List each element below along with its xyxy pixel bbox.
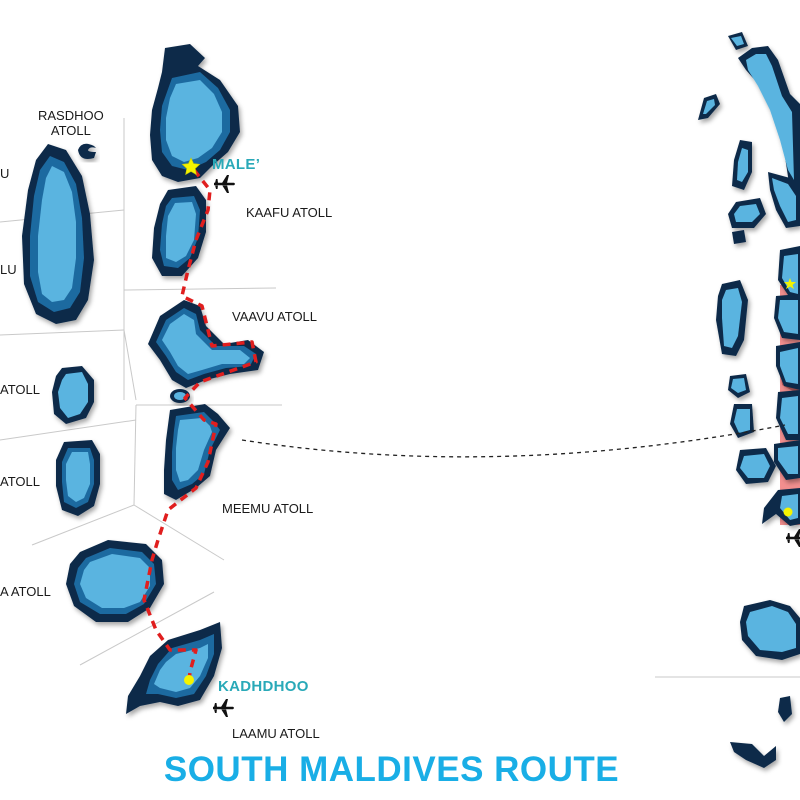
atoll-label-partial-2: LU xyxy=(0,262,17,277)
connector-curve xyxy=(241,424,786,458)
atoll-label-partial-5: A ATOLL xyxy=(0,584,51,599)
island-thaa-atoll xyxy=(66,540,164,622)
atoll-label-rasdhoo: RASDHOO ATOLL xyxy=(38,108,104,138)
island-male-atoll xyxy=(150,44,240,182)
right-panel-islands xyxy=(698,32,800,768)
airplane-icon xyxy=(786,529,800,547)
atoll-label-laamu: LAAMU ATOLL xyxy=(232,726,320,741)
city-label-kadhdhoo: KADHDHOO xyxy=(218,678,309,695)
atoll-label-vaavu: VAAVU ATOLL xyxy=(232,309,318,324)
island-kaafu-atoll xyxy=(152,186,206,276)
airplane-icon xyxy=(214,175,235,193)
partition-lines xyxy=(0,118,800,678)
airplane-icon xyxy=(213,699,234,717)
island-faafu-left xyxy=(56,440,100,516)
island-rasdhoo-atoll xyxy=(78,143,96,159)
page-title: SOUTH MALDIVES ROUTE xyxy=(163,750,620,789)
city-label-male: MALE’ xyxy=(212,156,261,173)
atoll-label-meemu: MEEMU ATOLL xyxy=(222,501,314,516)
kadhdhoo-dot-icon xyxy=(184,675,194,685)
route-line xyxy=(142,168,258,682)
island-ari-atoll xyxy=(22,144,94,324)
atoll-label-partial-1: U xyxy=(0,166,10,181)
atoll-label-kaafu: KAAFU ATOLL xyxy=(246,205,333,220)
atoll-label-partial-3: ATOLL xyxy=(0,382,40,397)
island-meemu-atoll xyxy=(164,404,230,500)
atoll-label-partial-4: ATOLL xyxy=(0,474,40,489)
male-star-icon xyxy=(181,157,201,176)
island-vaavu-atoll xyxy=(148,300,264,388)
island-laamu-atoll xyxy=(126,622,222,714)
island-felidhoo-left xyxy=(52,366,94,424)
